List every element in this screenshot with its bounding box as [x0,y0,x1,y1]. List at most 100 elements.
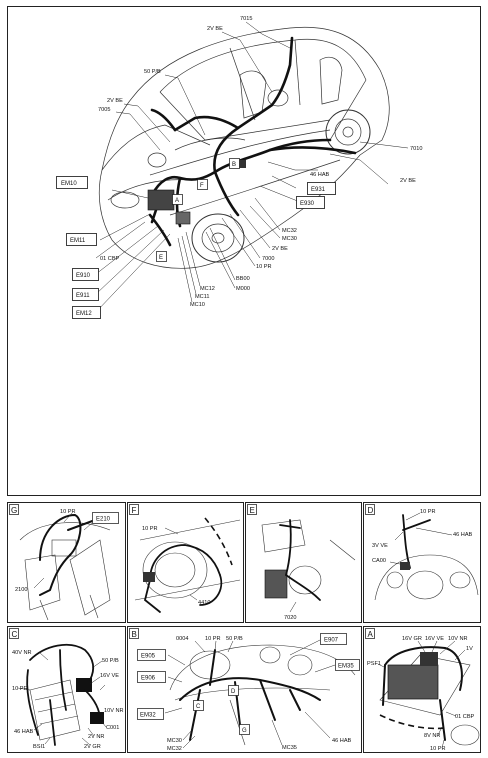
panel-c-label-bsi1: BSI1 [33,744,45,750]
panel-f-frame [127,502,244,623]
panel-b-label-50pb: 50 P/B [226,636,243,642]
panel-f-letter: F [132,506,137,515]
label-2vbe-bottom: 2V BE [272,246,288,252]
panel-c-connector-block [76,678,92,692]
panel-b-label-mc35: MC35 [282,745,297,751]
panel-e: E 7020 [247,504,356,621]
panel-g: G 10 PR E210 2100 [9,504,119,621]
connector-em10: EM10 [56,176,88,189]
svg-text:EM35: EM35 [338,664,354,670]
zone-marker-e: E [156,251,167,262]
panel-a-label-01cbp: 01 CBP [455,714,475,720]
panel-b-label-46hab: 46 HAB [332,738,352,744]
panel-a: A 16V GR 16V VE 10V NR 1V PSF1 01 CBP [365,628,480,752]
panel-a-frame [363,626,481,753]
connector-em11: EM11 [66,233,97,246]
panel-a-label-psf1: PSF1 [367,661,381,667]
label-7005: 7005 [98,107,110,113]
panel-a-label-10vnr: 10V NR [448,636,468,642]
label-01cbp: 01 CBP [100,256,120,262]
panel-d-label-ca00: CA00 [372,558,386,564]
panel-a-connector [420,652,438,666]
svg-text:E905: E905 [141,654,156,660]
panel-b-label-mc32: MC32 [167,746,182,752]
svg-text:E: E [159,255,163,261]
svg-text:E911: E911 [76,293,90,299]
panel-b: B [129,628,360,752]
panel-c-frame [7,626,126,753]
svg-text:F: F [200,183,204,189]
panel-g-connector-e210: E210 [92,512,119,524]
panel-b-letter: B [132,630,137,639]
panel-c-label-2vgr: 2V GR [84,744,101,750]
panel-d-frame [363,502,481,623]
panel-e-frame [245,502,362,623]
panel-c-label-40vnr: 40V NR [12,650,32,656]
label-bb00: BB00 [236,276,250,282]
svg-text:D: D [231,689,236,695]
panel-g-frame [7,502,126,623]
panel-d-label-46hab: 46 HAB [453,532,473,538]
svg-text:EM11: EM11 [70,238,86,244]
panel-b-connector-e907: E907 [320,633,347,645]
engine-ecu [147,189,175,211]
svg-text:B: B [232,162,236,168]
panel-e-label-7020: 7020 [284,615,296,621]
panel-g-label-10pr: 10 PR [60,509,76,515]
zone-marker-f: F [197,179,208,190]
panel-b-connector-em35: EM35 [335,659,360,671]
main-frame [7,6,481,496]
panel-b-connector-e905: E905 [137,649,166,661]
svg-text:EM32: EM32 [140,713,156,719]
panel-f-label-10pr: 10 PR [142,526,158,532]
panel-c-label-46hab: 46 HAB [14,729,34,735]
panel-e-fusebox [264,569,288,599]
panel-c-label-10pr: 10 PR [12,686,28,692]
svg-text:EM10: EM10 [61,181,77,187]
panel-d: D 10 PR 46 HAB 3V VE CA00 [365,504,479,601]
panel-a-label-8vnr: 8V NR [424,733,440,739]
panel-b-frame [127,626,362,753]
zone-marker-b: B [229,158,240,169]
label-2vbe-top: 2V BE [207,26,223,32]
label-7015: 7015 [240,16,252,22]
main-leader-lines [95,21,409,313]
panel-b-connector-em32: EM32 [137,708,164,720]
panel-a-label-1v: 1V [466,646,473,652]
zone-marker-a: A [172,194,183,205]
fusebox [175,211,191,225]
label-2vbe-right: 2V BE [400,178,416,184]
panel-c-label-c001: C001 [106,725,119,731]
svg-text:E907: E907 [324,638,339,644]
label-7000: 7000 [262,256,274,262]
panel-c-label-16vve: 16V VE [100,673,119,679]
panel-d-label-10pr: 10 PR [420,509,436,515]
panel-d-label-3vve: 3V VE [372,543,388,549]
panel-b-label-0004: 0004 [176,636,188,642]
label-mc30: MC30 [282,236,297,242]
label-2vbe-left: 2V BE [107,98,123,104]
engine-modules [147,160,246,225]
car-illustration [98,26,390,269]
panel-c-label-50pb: 50 P/B [102,658,119,664]
svg-text:E930: E930 [300,201,315,207]
label-46hab: 46 HAB [310,172,330,178]
svg-text:EM12: EM12 [76,311,92,317]
panel-c-label-2vnr: 2V NR [88,734,104,740]
panel-a-label-16vve: 16V VE [425,636,444,642]
label-mc32: MC32 [282,228,297,234]
panel-c-letter: C [12,630,18,639]
svg-text:E906: E906 [141,676,156,682]
panel-e-letter: E [250,506,255,515]
label-m000: M000 [236,286,250,292]
panel-b-label-mc30: MC30 [167,738,182,744]
panel-c-connector-c001 [90,712,104,724]
panel-b-label-10pr: 10 PR [205,636,221,642]
connector-e931: E931 [307,182,336,195]
connector-e911: E911 [72,288,99,301]
svg-text:C: C [196,704,201,710]
label-7010: 7010 [410,146,422,152]
panel-c-label-10vnr: 10V NR [104,708,124,714]
label-50pb: 50 P/B [144,69,161,75]
